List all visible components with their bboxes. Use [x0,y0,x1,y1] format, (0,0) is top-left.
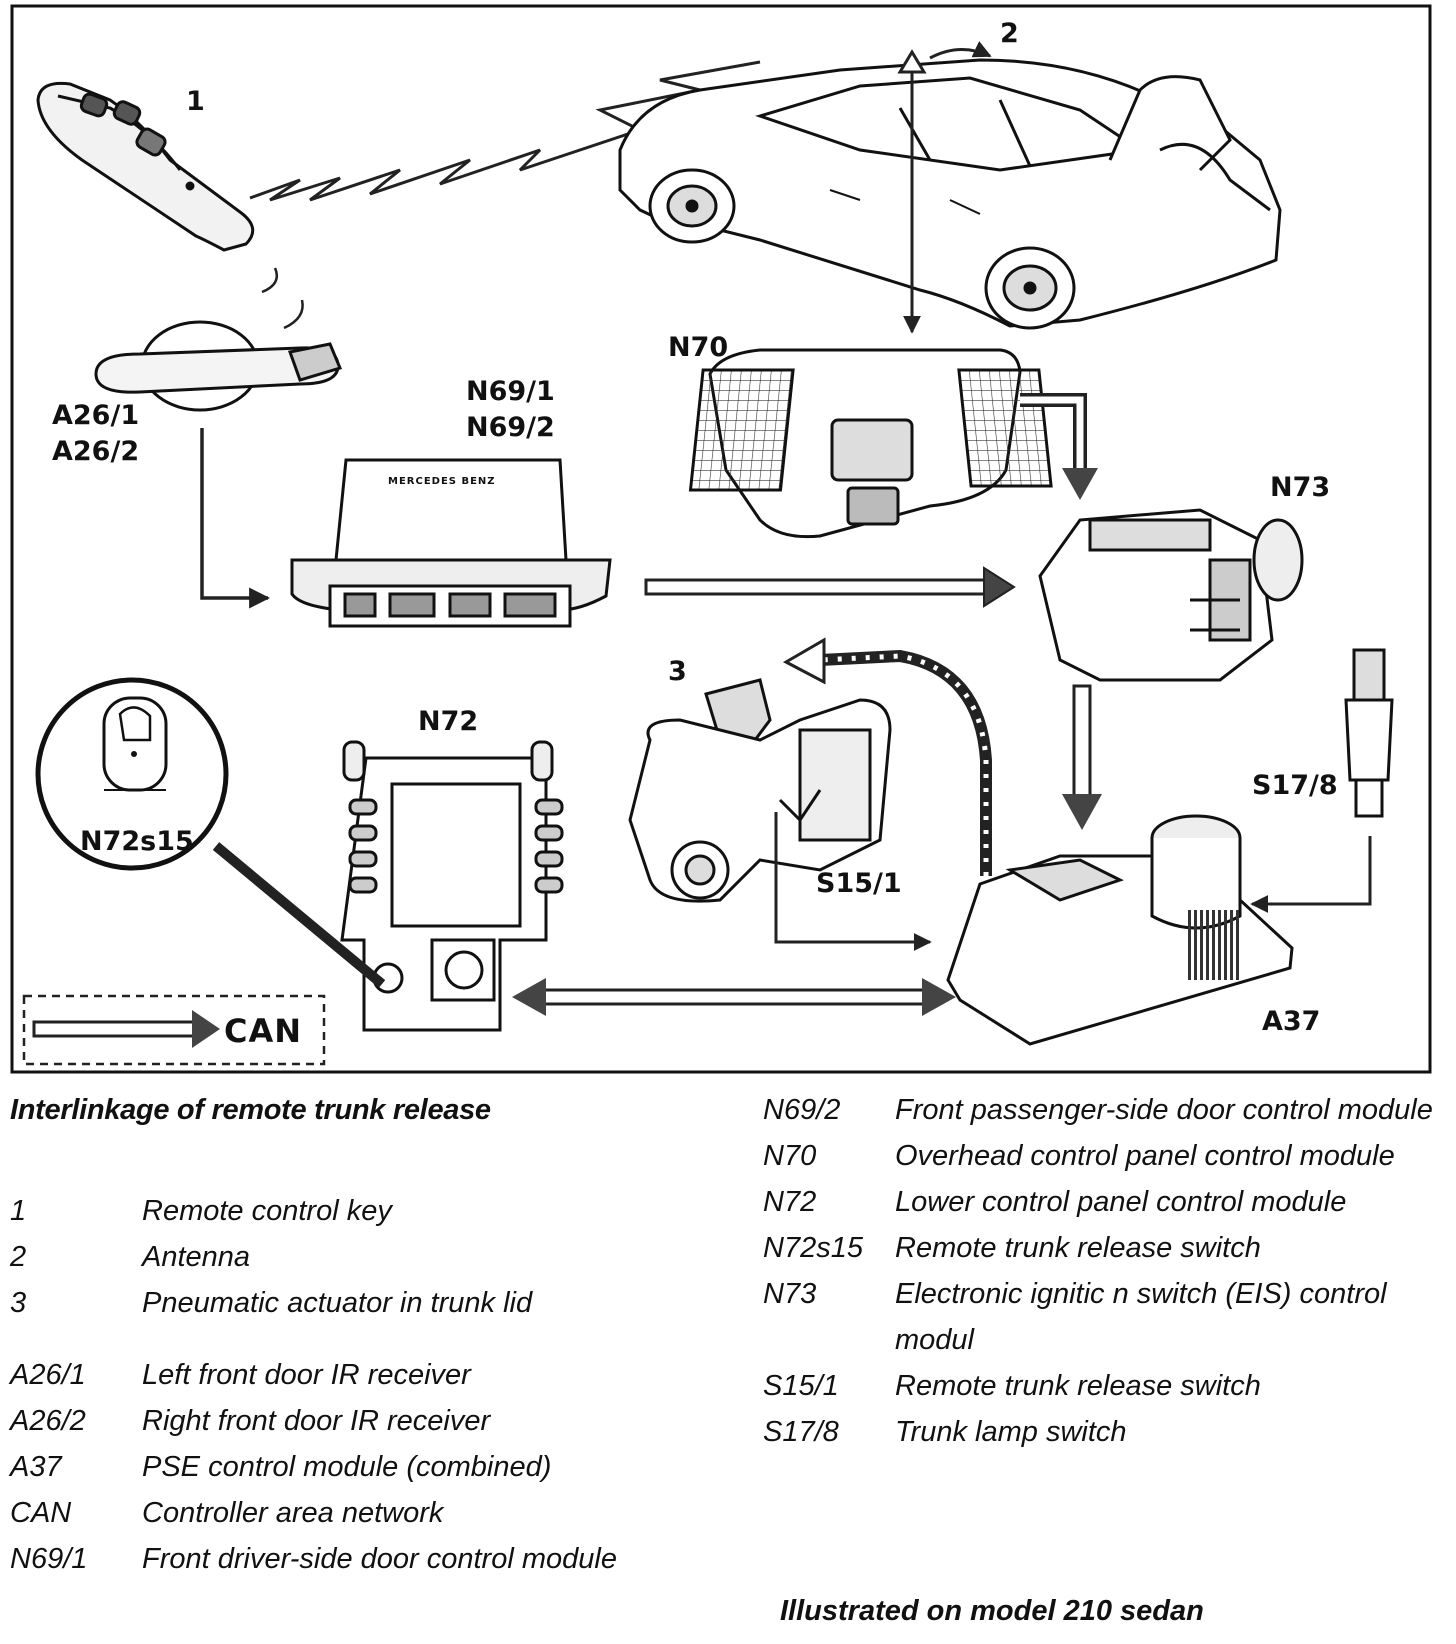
legend-left: 1 Remote control key 2 Antenna 3 Pneumatic … [10,1188,660,1582]
ignition-switch-drawing [1038,508,1304,682]
legend-desc: Remote control key [142,1195,392,1227]
legend-desc: Controller area network [142,1497,444,1529]
legend-desc: Trunk lamp switch [895,1416,1127,1448]
ir-to-door-module-arrow [200,428,271,609]
label-n73: N73 [1270,472,1330,503]
pneumatic-arrowhead [782,637,826,685]
legend-code: N72s15 [763,1232,863,1264]
ir-signal-zigzag [249,60,761,202]
can-legend-box [22,994,326,1066]
legend-desc: Front driver-side door control module [142,1543,617,1575]
legend-code: N72 [763,1186,817,1218]
legend-item: N72s15 Remote trunk release switch [763,1225,1453,1271]
module-brand-label: MERCEDES BENZ [388,476,496,487]
door-handle-receiver-drawing [94,320,343,412]
legend-code: N70 [763,1140,817,1172]
legend-item: 3 Pneumatic actuator in trunk lid [10,1280,660,1326]
legend-item: N73 Electronic ignitic n switch (EIS) con… [763,1271,1453,1363]
label-a26-1: A26/1 [52,400,139,431]
legend-item: 1 Remote control key [10,1188,660,1234]
legend-code: 1 [10,1195,27,1227]
diagram-caption: Interlinkage of remote trunk release [10,1094,491,1126]
label-n69-2: N69/2 [466,412,555,443]
label-antenna: 2 [1000,18,1019,49]
legend-item: N69/2 Front passenger-side door control m… [763,1087,1453,1133]
legend-desc: Pneumatic actuator in trunk lid [142,1287,533,1319]
legend-item: N70 Overhead control panel control module [763,1133,1453,1179]
overhead-to-eis-arrow [1020,393,1098,500]
legend-code: N73 [763,1278,817,1310]
car-drawing [618,58,1282,330]
legend-right: N69/2 Front passenger-side door control m… [763,1087,1453,1455]
legend-item: N69/1 Front driver-side door control modu… [10,1536,660,1582]
can-arrow-lower-panel-to-pse [512,978,956,1016]
legend-item: N72 Lower control panel control module [763,1179,1453,1225]
model-note: Illustrated on model 210 sedan [780,1595,1204,1627]
legend-desc: Antenna [142,1241,251,1273]
trunk-actuator-drawing [628,678,892,903]
label-a26-2: A26/2 [52,436,139,467]
legend-code: A26/2 [10,1405,86,1437]
label-n72: N72 [418,706,478,737]
legend-item: A26/2 Right front door IR receiver [10,1398,660,1444]
eis-to-pse-arrow [1062,684,1102,830]
label-trunk-actuator: 3 [668,656,687,687]
legend-item: 2 Antenna [10,1234,660,1280]
label-n69-1: N69/1 [466,376,555,407]
legend-desc: PSE control module (combined) [142,1451,552,1483]
diagram-frame [10,4,1432,1074]
trunk-lamp-switch-drawing [1344,648,1394,818]
legend-code: N69/1 [10,1543,88,1575]
legend-desc: Right front door IR receiver [142,1405,491,1437]
label-n70: N70 [668,332,728,363]
legend-desc: Remote trunk release switch [895,1370,1261,1402]
legend-code: 3 [10,1287,27,1319]
legend-desc: Remote trunk release switch [895,1232,1261,1264]
legend-desc: Lower control panel control module [895,1186,1347,1218]
legend-item: S17/8 Trunk lamp switch [763,1409,1453,1455]
legend-desc: Left front door IR receiver [142,1359,471,1391]
label-a37: A37 [1262,1006,1320,1037]
legend-code: CAN [10,1497,72,1529]
legend-item: CAN Controller area network [10,1490,660,1536]
door-control-module-drawing [290,458,612,628]
legend-code: A37 [10,1451,62,1483]
remote-key-drawing [36,81,255,252]
pse-module-drawing [946,814,1294,1046]
legend-code: A26/1 [10,1359,86,1391]
label-n72s15: N72s15 [80,826,194,857]
label-s17-8: S17/8 [1252,770,1338,801]
legend-item: A37 PSE control module (combined) [10,1444,660,1490]
legend-desc: Electronic ignitic n switch (EIS) contro… [895,1278,1387,1356]
legend-code: S17/8 [763,1416,839,1448]
overhead-panel-drawing [688,348,1053,539]
can-arrow-door-to-eis [644,566,1016,608]
switch-to-pse-arrow [774,812,932,951]
label-can: CAN [224,1012,302,1050]
legend-desc: Front passenger-side door control module [895,1094,1433,1126]
legend-item: A26/1 Left front door IR receiver [10,1352,660,1398]
lower-control-panel-drawing [340,740,564,1032]
label-remote-key: 1 [186,86,205,117]
legend-code: S15/1 [763,1370,839,1402]
legend-code: 2 [10,1241,27,1273]
n72s15-callout [35,677,386,988]
legend-desc: Overhead control panel control module [895,1140,1395,1172]
lamp-switch-to-pse-arrow [1250,836,1372,913]
trunk-release-diagram: MERCEDES BENZ [10,4,1432,1074]
legend-item: S15/1 Remote trunk release switch [763,1363,1453,1409]
legend-code: N69/2 [763,1094,841,1126]
label-s15-1: S15/1 [816,868,902,899]
